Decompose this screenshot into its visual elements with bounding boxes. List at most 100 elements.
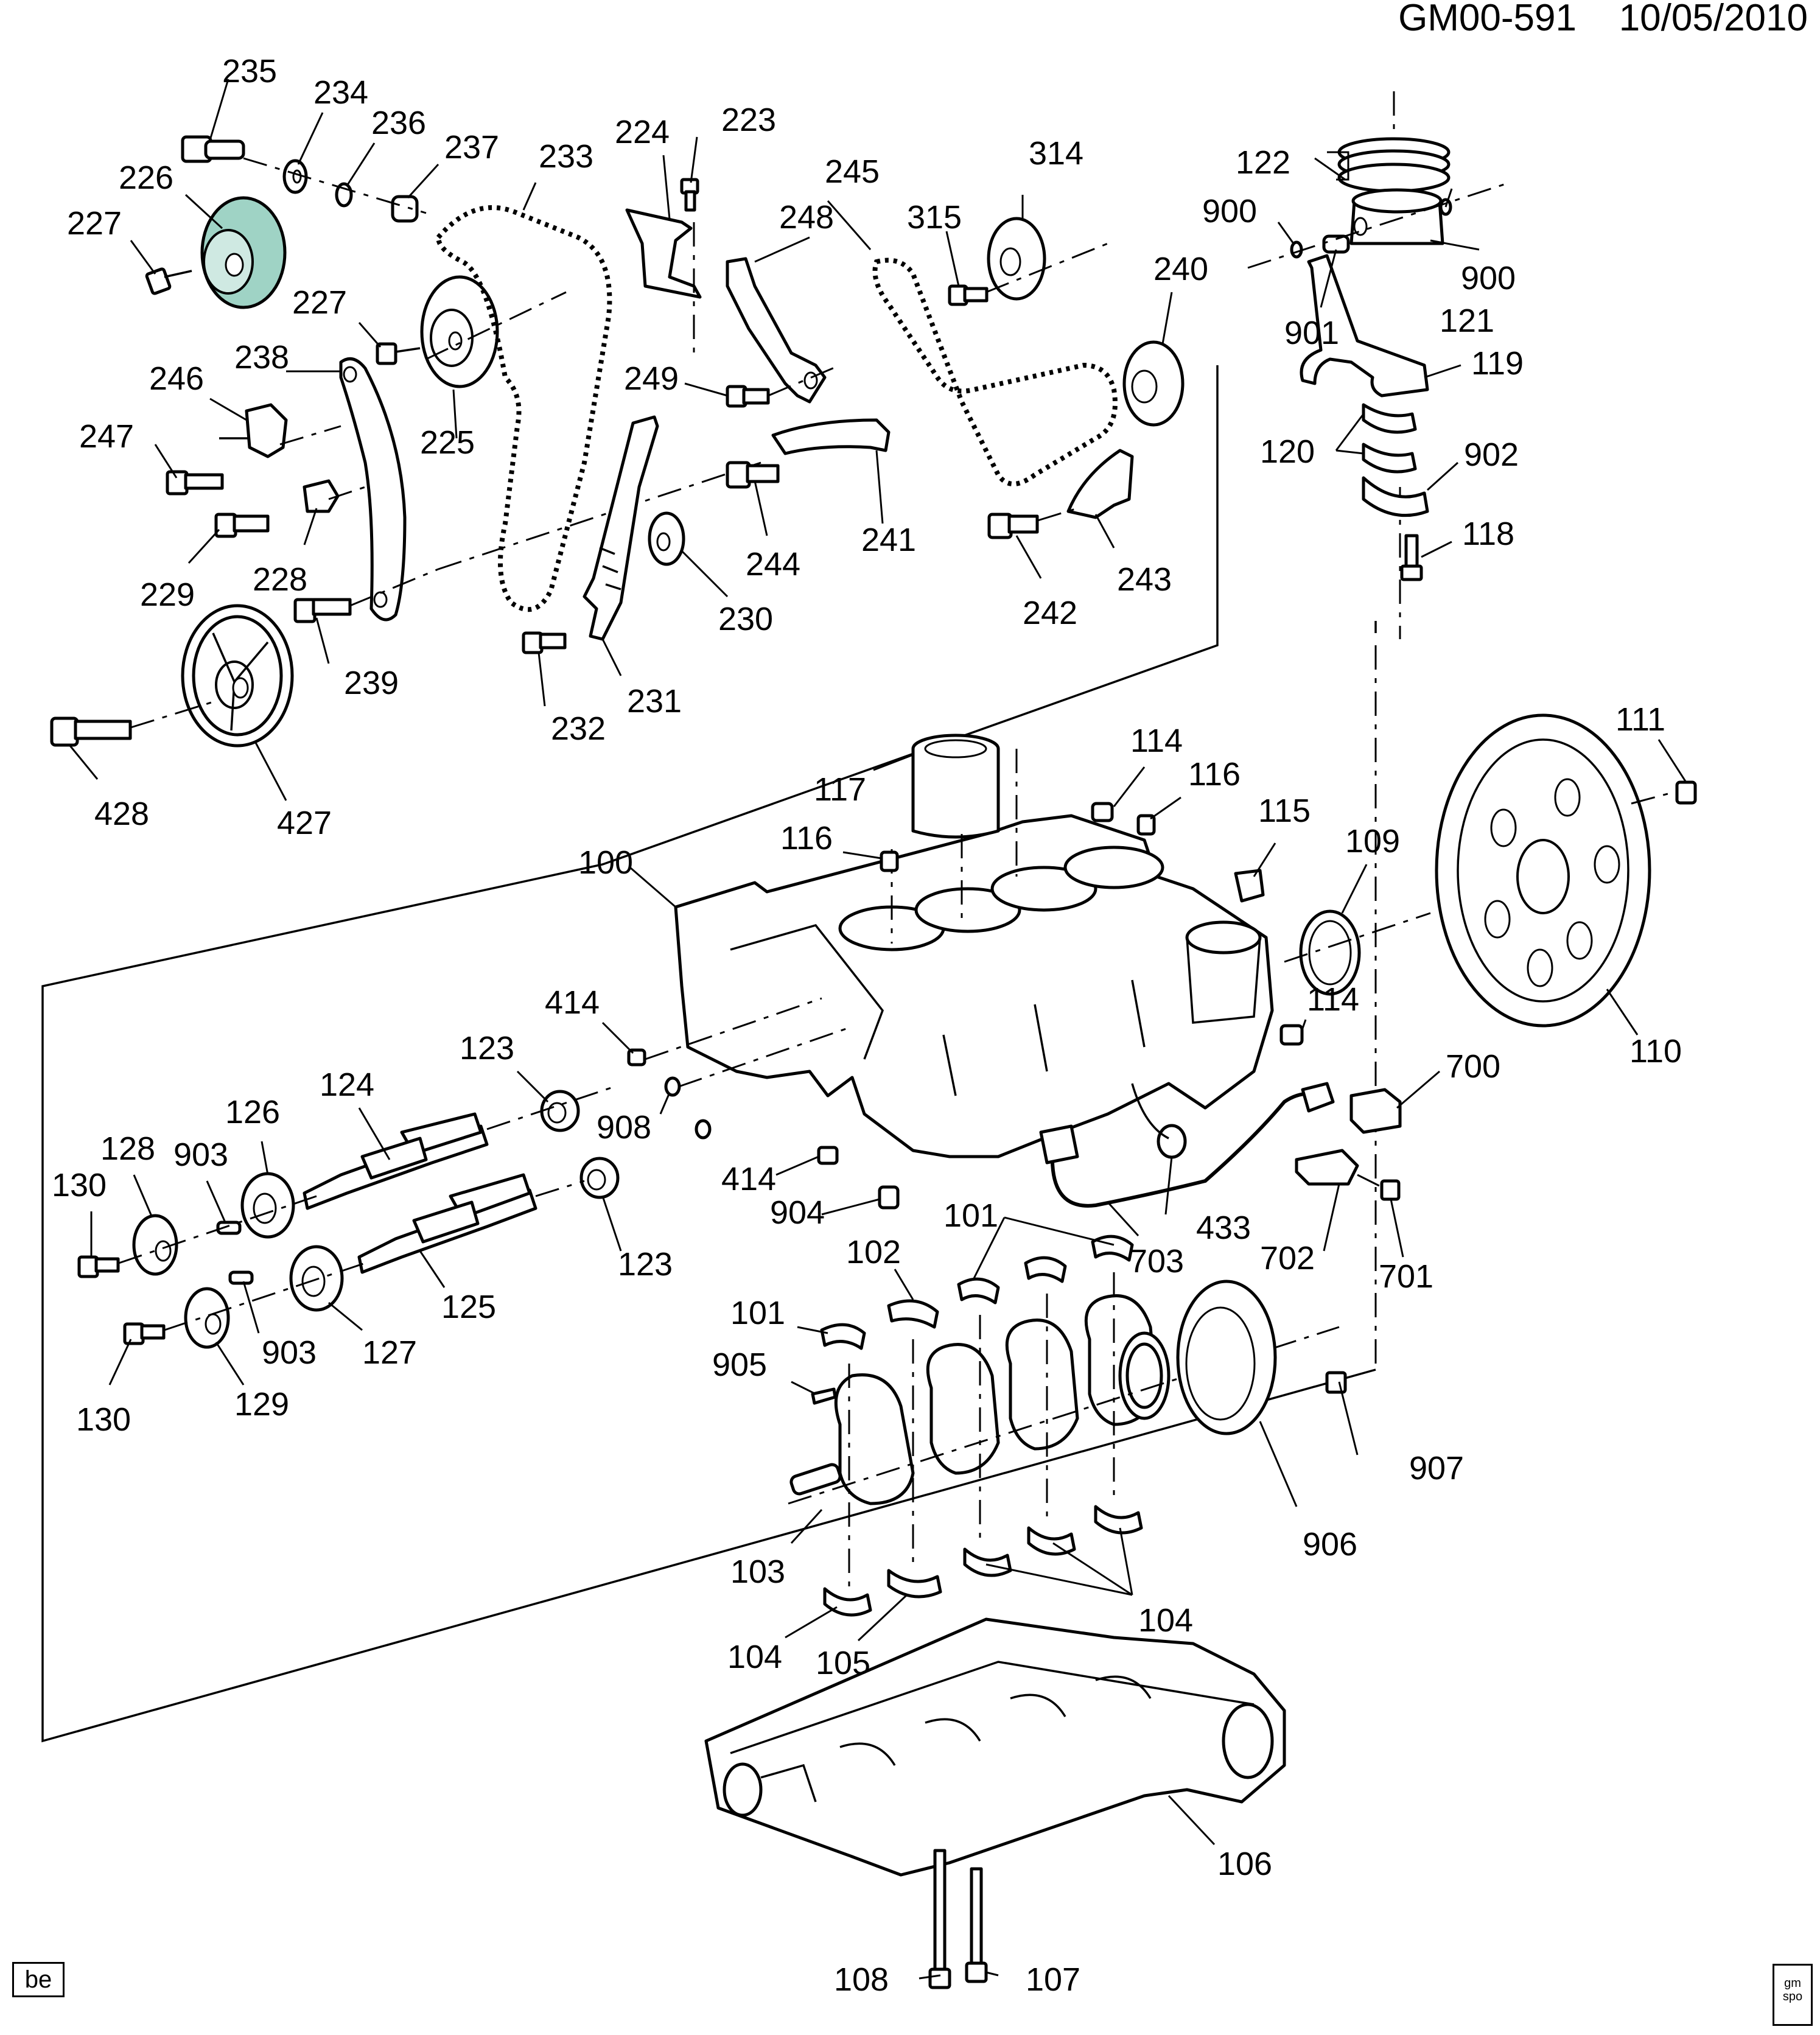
bolt-118[interactable] xyxy=(1400,534,1423,581)
engine-block-100[interactable] xyxy=(674,814,1274,1158)
timing-chain-guide-224[interactable] xyxy=(625,208,702,353)
dowel-903-upper[interactable] xyxy=(216,1221,242,1235)
bolt-907[interactable] xyxy=(1325,1371,1347,1394)
plug-414-lower[interactable] xyxy=(817,1146,839,1165)
callout-907: 907 xyxy=(1409,1450,1464,1487)
bolt-244[interactable] xyxy=(726,461,780,489)
connecting-rod-cap-902[interactable] xyxy=(1362,476,1429,517)
bolt-249[interactable] xyxy=(726,385,770,408)
bolt-239[interactable] xyxy=(293,598,352,623)
balance-shaft-chain-guide-241[interactable] xyxy=(771,418,891,455)
callout-104-right: 104 xyxy=(1138,1602,1193,1639)
dowel-116-right[interactable] xyxy=(1136,814,1156,836)
connecting-rod-bearing-120-upper[interactable] xyxy=(1362,403,1417,434)
balance-shaft-124[interactable] xyxy=(303,1112,489,1210)
timing-chain-tensioner-guide-238[interactable] xyxy=(339,357,407,622)
callout-230: 230 xyxy=(718,601,773,637)
crankshaft-sprocket-230[interactable] xyxy=(648,511,685,566)
camshaft-actuator-sprocket-226[interactable] xyxy=(200,196,287,309)
dowel-114-right[interactable] xyxy=(1279,1024,1304,1046)
crankshaft-rear-seal-109[interactable] xyxy=(1299,909,1361,996)
callout-231: 231 xyxy=(627,683,682,720)
crankshaft-balancer-427[interactable] xyxy=(181,604,294,748)
bushing-228[interactable] xyxy=(303,479,340,513)
bolt-235[interactable] xyxy=(181,135,245,163)
timing-chain-233[interactable] xyxy=(435,205,612,612)
crankcase-106[interactable] xyxy=(704,1617,1286,1877)
callout-100: 100 xyxy=(578,844,633,881)
balance-shaft-bearing-123-upper[interactable] xyxy=(540,1090,580,1132)
timing-chain-tensioner-246[interactable] xyxy=(219,403,288,458)
cylinder-liner-117[interactable] xyxy=(911,734,1000,839)
callout-104-left: 104 xyxy=(727,1639,782,1675)
crankshaft-reluctor-ring-906[interactable] xyxy=(1176,1280,1277,1435)
balance-shaft-bearing-126[interactable] xyxy=(240,1172,295,1239)
plug-414-upper[interactable] xyxy=(627,1048,646,1067)
callout-115: 115 xyxy=(1258,793,1311,829)
callout-700: 700 xyxy=(1446,1048,1500,1085)
bolt-107[interactable] xyxy=(965,1867,988,1983)
bolt-247[interactable] xyxy=(166,470,224,496)
bolt-229[interactable] xyxy=(214,513,270,538)
flywheel-110[interactable] xyxy=(1435,713,1651,1028)
balance-shaft-sprocket-240[interactable] xyxy=(1122,340,1185,427)
wiring-harness-703[interactable] xyxy=(1039,1082,1335,1208)
callout-114-upper: 114 xyxy=(1130,723,1183,759)
balance-shaft-chain-tensioner-243[interactable] xyxy=(1066,449,1134,519)
bolt-232[interactable] xyxy=(522,631,567,654)
bolt-242[interactable] xyxy=(987,513,1039,539)
camshaft-sprocket-225[interactable] xyxy=(420,275,499,388)
balance-shaft-gear-129[interactable] xyxy=(184,1287,230,1349)
plug-904[interactable] xyxy=(878,1185,900,1210)
callout-224: 224 xyxy=(615,114,670,150)
callout-126: 126 xyxy=(225,1094,280,1130)
callout-232: 232 xyxy=(551,710,606,747)
balance-shaft-bearing-123-lower[interactable] xyxy=(579,1157,620,1199)
spacer-237[interactable] xyxy=(391,195,419,223)
balance-shaft-sprocket-314[interactable] xyxy=(987,217,1046,301)
crankshaft-bearing-lower-set[interactable] xyxy=(823,1505,1143,1617)
dowel-903-lower[interactable] xyxy=(228,1270,254,1285)
callout-241: 241 xyxy=(861,522,916,558)
bolt-227-upper[interactable] xyxy=(145,267,192,295)
centerline-cam-intake xyxy=(425,291,567,360)
crankshaft-bearing-upper-set[interactable] xyxy=(820,1235,1134,1350)
timing-chain-guide-231[interactable] xyxy=(583,415,659,641)
bolt-701[interactable] xyxy=(1380,1179,1401,1201)
balance-shaft-bearing-127[interactable] xyxy=(289,1245,344,1312)
dowel-116-left[interactable] xyxy=(880,850,899,872)
connecting-rod-119[interactable] xyxy=(1300,254,1429,398)
corner-tag: be xyxy=(12,1962,65,1997)
connecting-rod-bearing-120-lower[interactable] xyxy=(1362,443,1417,474)
callout-902: 902 xyxy=(1464,436,1519,473)
balance-shaft-gear-128[interactable] xyxy=(132,1214,178,1276)
piston-rings-122[interactable] xyxy=(1337,137,1451,193)
callout-414-upper: 414 xyxy=(545,984,600,1021)
bolt-223[interactable] xyxy=(680,178,699,212)
retainer-900-left[interactable] xyxy=(1290,240,1303,259)
callout-116-right: 116 xyxy=(1188,756,1241,793)
balance-shaft-chain-245[interactable] xyxy=(872,257,1118,486)
bolt-428[interactable] xyxy=(50,716,132,747)
balance-shaft-125[interactable] xyxy=(357,1173,537,1274)
callout-315: 315 xyxy=(907,199,962,236)
callout-129: 129 xyxy=(234,1386,289,1423)
piston-121[interactable] xyxy=(1349,188,1444,245)
bolt-130-upper[interactable] xyxy=(77,1255,120,1278)
bolt-130-lower[interactable] xyxy=(123,1322,166,1345)
oil-pressure-sensor-700[interactable] xyxy=(1349,1088,1402,1134)
callout-123-lower: 123 xyxy=(618,1246,673,1283)
plug-115[interactable] xyxy=(1234,869,1265,903)
key-905[interactable] xyxy=(811,1387,837,1405)
callout-903-upper: 903 xyxy=(173,1137,228,1173)
bolt-315[interactable] xyxy=(948,284,989,306)
dowel-114-upper[interactable] xyxy=(1091,802,1114,822)
plug-908[interactable] xyxy=(664,1076,712,1140)
bolt-111[interactable] xyxy=(1675,780,1697,805)
bolt-227-lower[interactable] xyxy=(376,342,421,365)
crankshaft-position-sensor-702[interactable] xyxy=(1295,1149,1359,1186)
timing-chain-tensioner-arm-248[interactable] xyxy=(726,257,827,404)
callout-226: 226 xyxy=(119,159,173,196)
bolt-108[interactable] xyxy=(928,1849,951,1989)
